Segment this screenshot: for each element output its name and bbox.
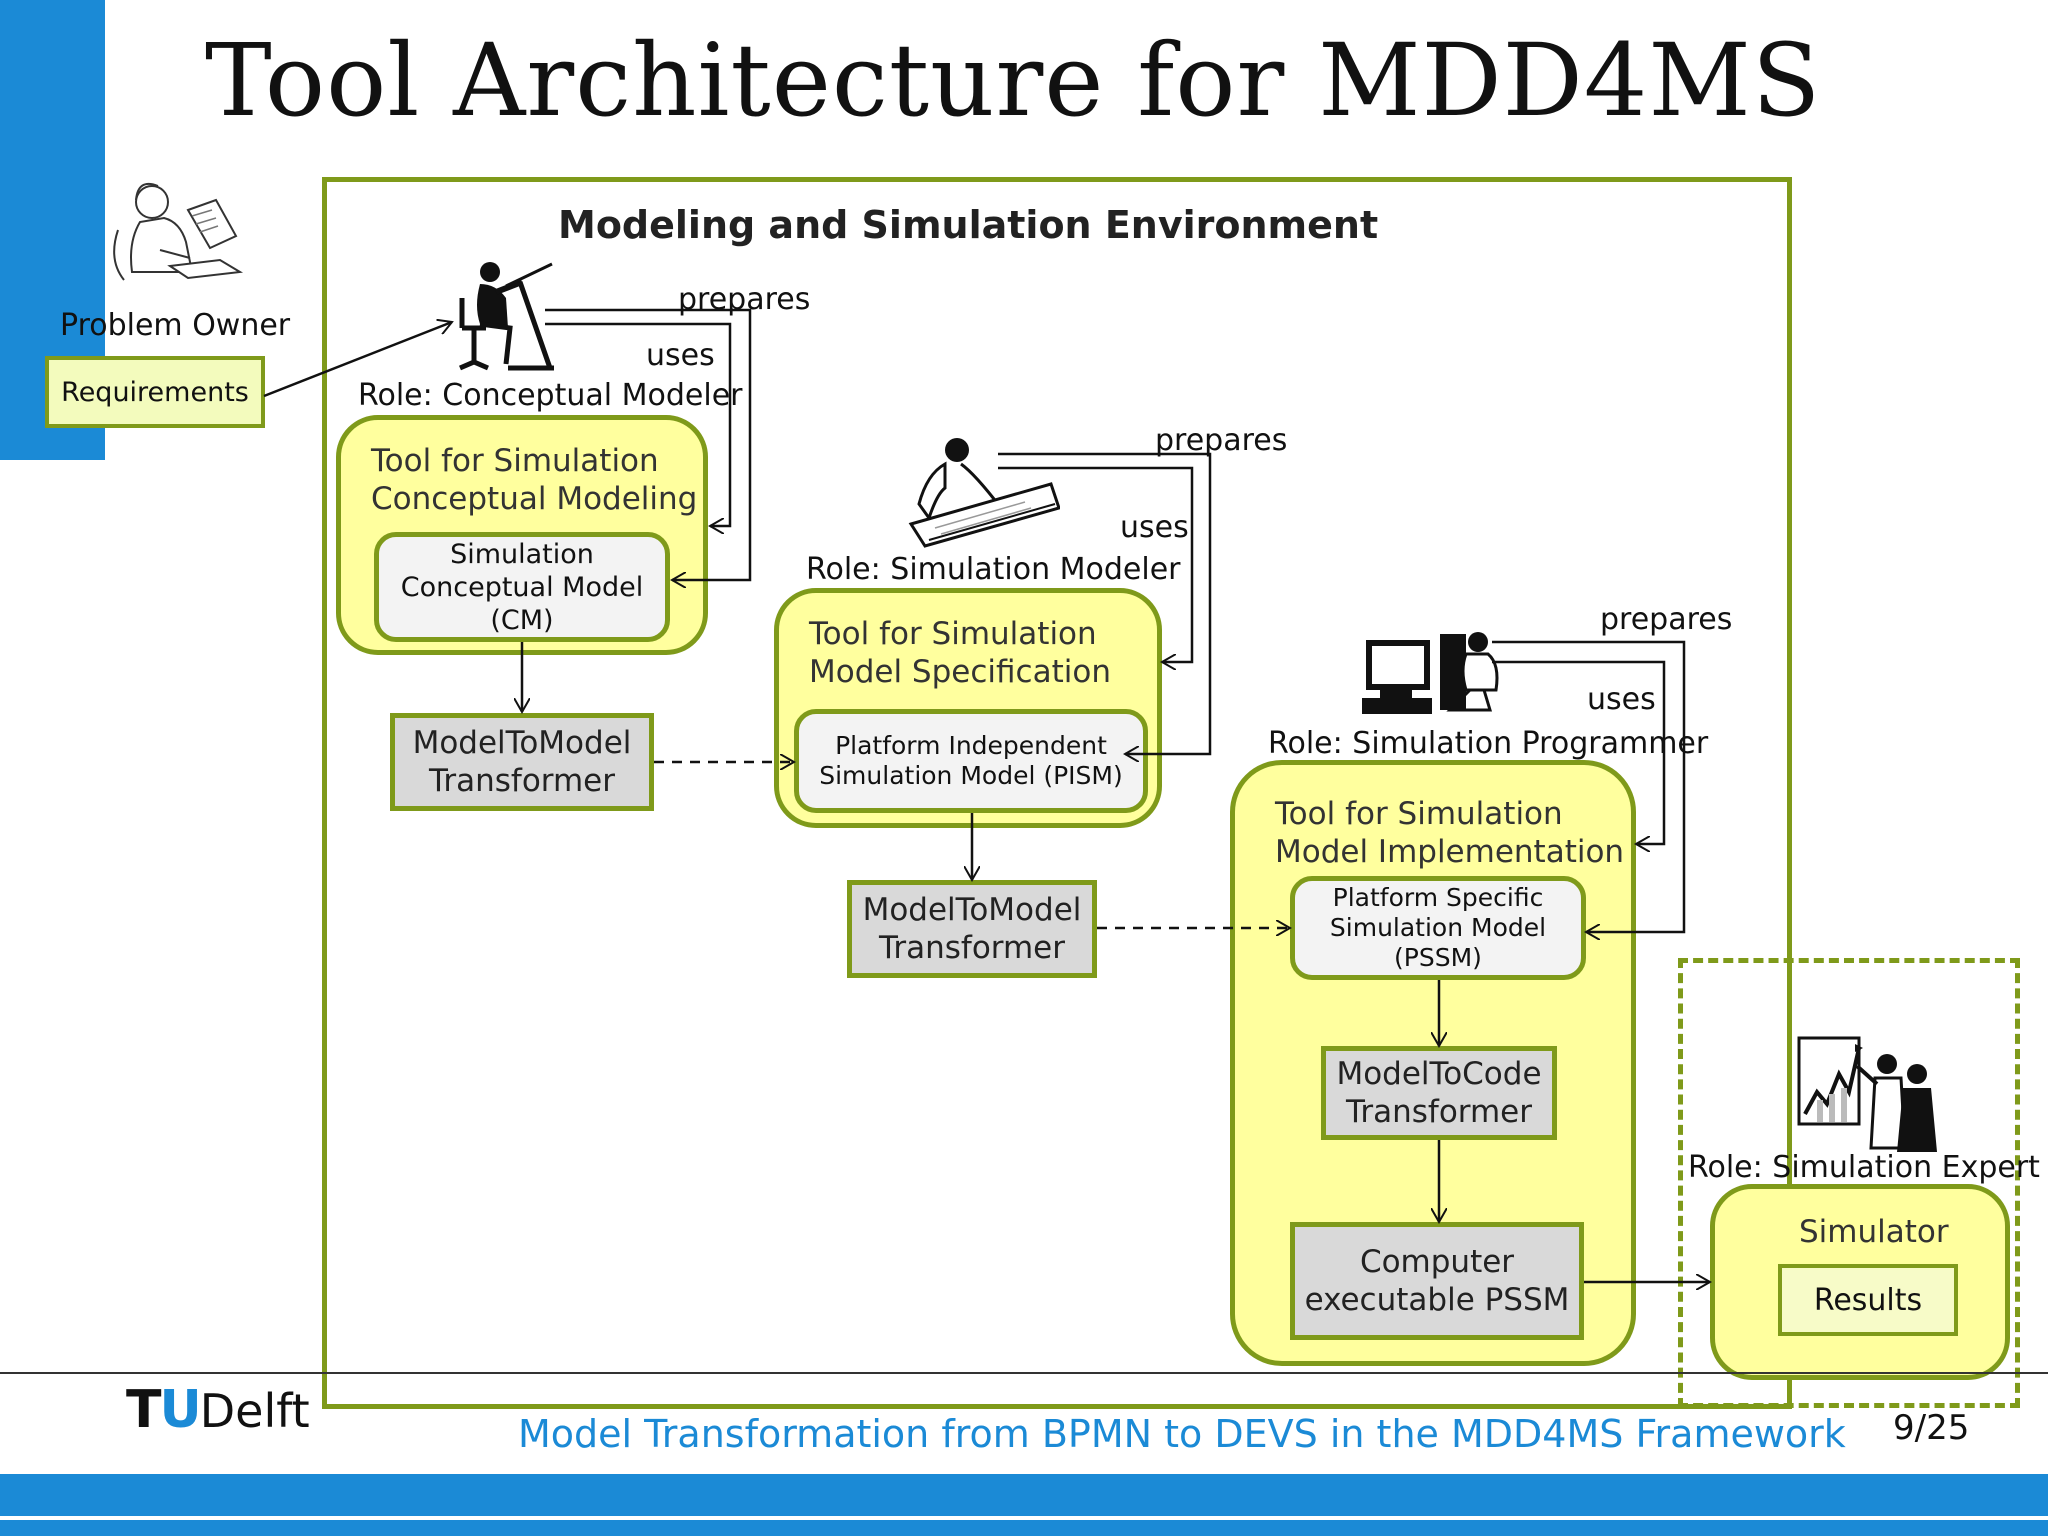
problem-owner-label: Problem Owner <box>60 308 291 343</box>
footer-divider <box>0 1372 2048 1374</box>
transformer-m2c-line2: Transformer <box>1345 1094 1532 1130</box>
role-conceptual-modeler: Role: Conceptual Modeler <box>358 378 743 413</box>
model-pism-line2: Simulation Model (PISM) <box>819 761 1123 790</box>
drafter-at-desk-icon <box>459 262 554 371</box>
tool-conceptual-modeling-line2: Conceptual Modeling <box>371 481 698 517</box>
environment-title: Modeling and Simulation Environment <box>558 203 1379 247</box>
transformer-m2m-2-line1: ModelToModel <box>862 892 1082 928</box>
bottom-accent-bar <box>0 1474 2048 1516</box>
simulator-label: Simulator <box>1799 1214 1949 1250</box>
role-simulation-modeler: Role: Simulation Modeler <box>806 552 1181 587</box>
transformer-m2c: ModelToCode Transformer <box>1321 1046 1557 1140</box>
model-pssm: Platform Specific Simulation Model (PSSM… <box>1290 876 1586 980</box>
model-cm-line2: Conceptual Model <box>400 571 644 603</box>
model-pism-line1: Platform Independent <box>835 731 1107 760</box>
requirements-label: Requirements <box>61 376 249 408</box>
tool-model-implementation-line1: Tool for Simulation <box>1275 796 1563 832</box>
bottom-accent-strip <box>0 1520 2048 1536</box>
executable-pssm: Computer executable PSSM <box>1290 1222 1584 1340</box>
page-number: 9/25 <box>1893 1408 1970 1448</box>
transformer-m2m-2-line2: Transformer <box>878 930 1065 966</box>
programmer-at-computer-icon <box>1362 632 1499 714</box>
arrow-uses-tool-impl <box>1492 660 1666 844</box>
expert-presenting-chart-icon <box>1797 1036 1937 1152</box>
transformer-m2m-2: ModelToModel Transformer <box>847 880 1097 978</box>
person-reading-icon <box>113 182 244 281</box>
edge-label-uses: uses <box>646 338 715 373</box>
transformer-m2m-1-line2: Transformer <box>428 763 615 799</box>
executable-pssm-line2: executable PSSM <box>1304 1282 1570 1318</box>
edge-label-uses-2: uses <box>1120 510 1189 545</box>
simulation-expert-frame <box>1678 958 2020 1408</box>
edge-label-prepares-3: prepares <box>1600 602 1733 637</box>
arrow-uses-tool-cm <box>545 322 732 526</box>
model-cm-line3: (CM) <box>490 604 554 636</box>
footer-text: Model Transformation from BPMN to DEVS i… <box>518 1412 1846 1456</box>
logo-wordmark: Delft <box>199 1384 310 1438</box>
tool-model-implementation-line2: Model Implementation <box>1275 834 1625 870</box>
transformer-m2m-1-line1: ModelToModel <box>412 725 632 761</box>
model-cm-line1: Simulation <box>450 538 594 570</box>
modeler-at-desk-icon <box>908 438 1060 548</box>
results-document: Results <box>1778 1264 1958 1336</box>
edge-label-prepares-2: prepares <box>1155 423 1288 458</box>
tudelft-logo: TUDelft <box>126 1380 310 1440</box>
tool-conceptual-modeling-line1: Tool for Simulation <box>371 443 659 479</box>
tool-model-specification-line2: Model Specification <box>809 654 1111 690</box>
model-pism: Platform Independent Simulation Model (P… <box>794 709 1148 813</box>
model-pssm-line3: (PSSM) <box>1394 943 1482 972</box>
role-simulation-expert: Role: Simulation Expert <box>1688 1150 2040 1185</box>
transformer-m2c-line1: ModelToCode <box>1336 1056 1542 1092</box>
model-pssm-line1: Platform Specific <box>1332 883 1544 912</box>
requirements-document: Requirements <box>45 356 265 428</box>
slide-title: Tool Architecture for MDD4MS <box>205 22 1822 139</box>
environment-frame <box>322 177 1792 1409</box>
model-cm: Simulation Conceptual Model (CM) <box>374 532 670 642</box>
arrow-requirements-to-modeler <box>263 322 452 398</box>
edge-label-uses-3: uses <box>1587 682 1656 717</box>
arrow-prepares-pism <box>998 452 1212 754</box>
transformer-m2m-1: ModelToModel Transformer <box>390 713 654 811</box>
arrow-prepares-pssm <box>1492 640 1686 932</box>
arrow-prepares-cm <box>545 308 752 580</box>
arrow-uses-tool-spec <box>998 466 1194 662</box>
tool-model-specification-line1: Tool for Simulation <box>809 616 1097 652</box>
results-label: Results <box>1813 1282 1923 1318</box>
role-simulation-programmer: Role: Simulation Programmer <box>1268 726 1709 761</box>
executable-pssm-line1: Computer <box>1359 1244 1515 1280</box>
logo-mark: TU <box>126 1380 202 1440</box>
model-pssm-line2: Simulation Model <box>1329 913 1547 942</box>
